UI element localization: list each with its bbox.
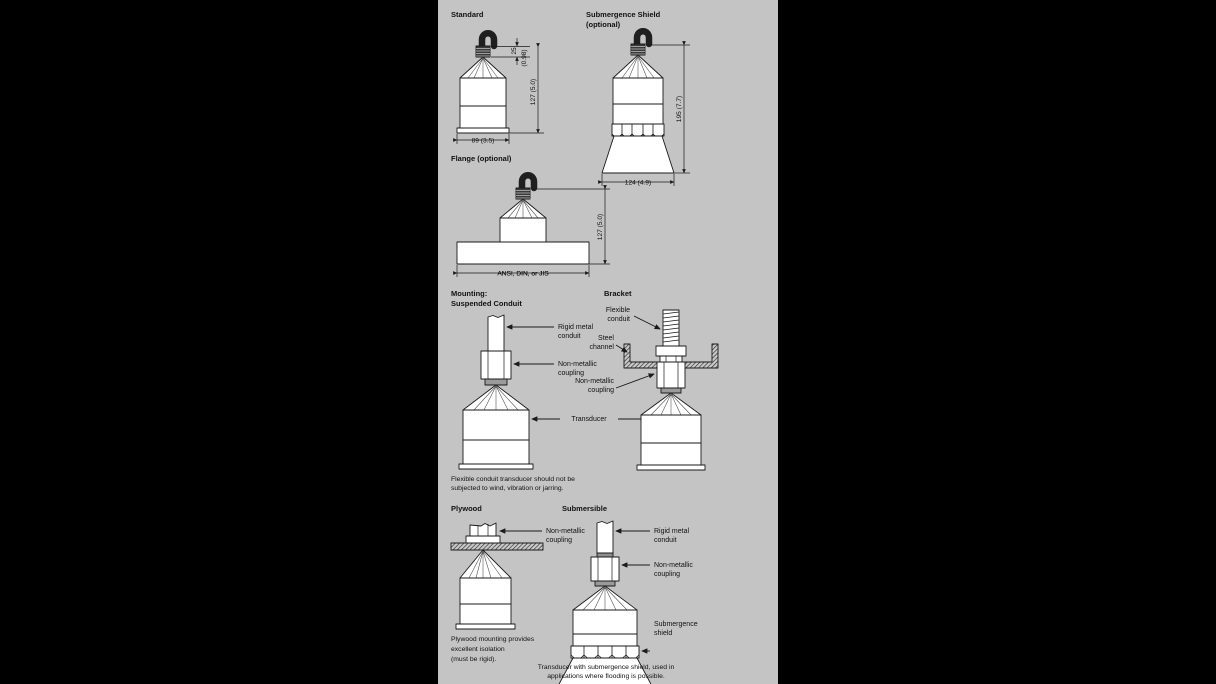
mounting-note-2: subjected to wind, vibration or jarring. — [451, 485, 564, 492]
plywood-body — [455, 577, 516, 630]
callout-shield-1: Submergence — [654, 621, 698, 628]
flange-neck — [515, 187, 531, 200]
mounting-heading-1: Mounting: — [451, 289, 487, 298]
standard-dimension-neck — [491, 38, 530, 65]
flange-dim-height: 127 (5.0) — [597, 214, 604, 240]
standard-dimension-height — [509, 43, 544, 134]
bracket-coupling — [656, 361, 686, 394]
callout-flexible-2: conduit — [607, 316, 630, 323]
submergence-shield-ring — [611, 123, 665, 138]
callout-sub-rigid-1: Rigid metal — [654, 528, 689, 535]
callout-shield-2: shield — [654, 630, 672, 637]
callout-rigid-2: conduit — [558, 333, 581, 340]
submersible-coupling — [590, 556, 620, 587]
standard-dim-neck-mm: 25 — [511, 47, 518, 55]
submergence-dim-height: 195 (7.7) — [676, 96, 683, 122]
flange-hook-icon — [518, 172, 538, 197]
submergence-skirt — [601, 135, 675, 174]
mounting-note-1: Flexible conduit transducer should not b… — [451, 476, 575, 483]
flange-cone — [499, 198, 547, 219]
submergence-neck — [630, 43, 646, 56]
flange-heading: Flange (optional) — [451, 154, 512, 163]
callout-nonmetallic-bracket-1: Non-metallic — [575, 378, 614, 385]
callout-nonmetallic-1: Non-metallic — [558, 361, 597, 368]
submersible-shield-ring — [570, 645, 640, 662]
standard-hook-icon — [478, 30, 498, 54]
mounting-heading-2: Suspended Conduit — [451, 299, 522, 308]
flange-dimension-height — [531, 185, 610, 265]
callout-steel-2: channel — [589, 344, 614, 351]
bracket-steel-channel — [623, 343, 719, 369]
callout-transducer: Transducer — [571, 416, 607, 423]
callout-flexible-conduit-line — [633, 315, 661, 330]
submergence-dim-width: 124 (4.9) — [625, 180, 651, 187]
standard-cone — [459, 56, 507, 79]
plywood-heading: Plywood — [451, 504, 482, 513]
standard-dim-width: 89 (3.5) — [472, 138, 495, 145]
standard-heading: Standard — [451, 10, 484, 19]
plywood-cone — [459, 549, 512, 579]
callout-plywood-2: coupling — [546, 537, 572, 544]
callout-flexible-1: Flexible — [606, 307, 630, 314]
callout-plywood-1: Non-metallic — [546, 528, 585, 535]
submergence-dimension-width — [598, 174, 675, 186]
submersible-rigid-conduit — [596, 520, 614, 558]
submersible-skirt — [558, 657, 652, 684]
submersible-note-1: Transducer with submergence shield, used… — [538, 664, 675, 671]
bracket-heading: Bracket — [604, 289, 632, 298]
callout-steel-channel-line — [615, 344, 628, 353]
callout-sub-coupling-2: coupling — [654, 571, 680, 578]
flange-dimension-width — [453, 265, 590, 277]
standard-neck — [475, 45, 491, 58]
submergence-hook-icon — [633, 28, 653, 52]
suspended-coupling — [480, 350, 512, 386]
submersible-note-2: applications where flooding is possible. — [547, 673, 665, 680]
submergence-heading-1: Submergence Shield — [586, 10, 661, 19]
callout-nonmetallic-2: coupling — [558, 370, 584, 377]
suspended-cone — [462, 384, 530, 411]
callout-sub-coupling-1: Non-metallic — [654, 562, 693, 569]
plywood-note-2: excellent isolation — [451, 646, 505, 653]
submersible-cone — [572, 585, 638, 611]
bracket-body — [636, 414, 706, 471]
flange-plate — [456, 241, 590, 265]
plywood-coupling — [465, 522, 501, 544]
submergence-body — [612, 77, 664, 125]
submergence-heading-2: (optional) — [586, 20, 621, 29]
callout-sub-rigid-2: conduit — [654, 537, 677, 544]
flange-dim-width: ANSI, DIN, or JIS — [497, 271, 549, 278]
standard-dim-height: 127 (5.0) — [530, 79, 537, 105]
standard-body — [456, 77, 510, 134]
callout-rigid-1: Rigid metal — [558, 324, 593, 331]
plywood-note-1: Plywood mounting provides — [451, 636, 535, 643]
submergence-dimension-height — [646, 41, 690, 174]
callout-nonmetallic-bracket-line — [615, 373, 655, 389]
submersible-body — [572, 609, 638, 647]
bracket-flexible-conduit — [662, 309, 680, 347]
submergence-cone — [612, 54, 664, 79]
submersible-heading: Submersible — [562, 504, 607, 513]
transducer-dimension-diagram: Standard — [450, 10, 719, 684]
technical-drawing-panel: Standard — [438, 0, 778, 684]
plywood-note-3: (must be rigid). — [451, 656, 496, 663]
plywood-board — [450, 542, 544, 551]
suspended-rigid-conduit — [487, 314, 505, 352]
flange-dim-width-halo: ANSI, DIN, or JIS — [497, 271, 549, 278]
standard-dimension-width — [453, 134, 510, 144]
callout-nonmetallic-bracket-2: coupling — [588, 387, 614, 394]
suspended-body — [458, 409, 534, 470]
bracket-cone — [640, 392, 702, 416]
callout-steel-1: Steel — [598, 335, 614, 342]
standard-dim-neck-in: (0.98) — [521, 49, 528, 66]
